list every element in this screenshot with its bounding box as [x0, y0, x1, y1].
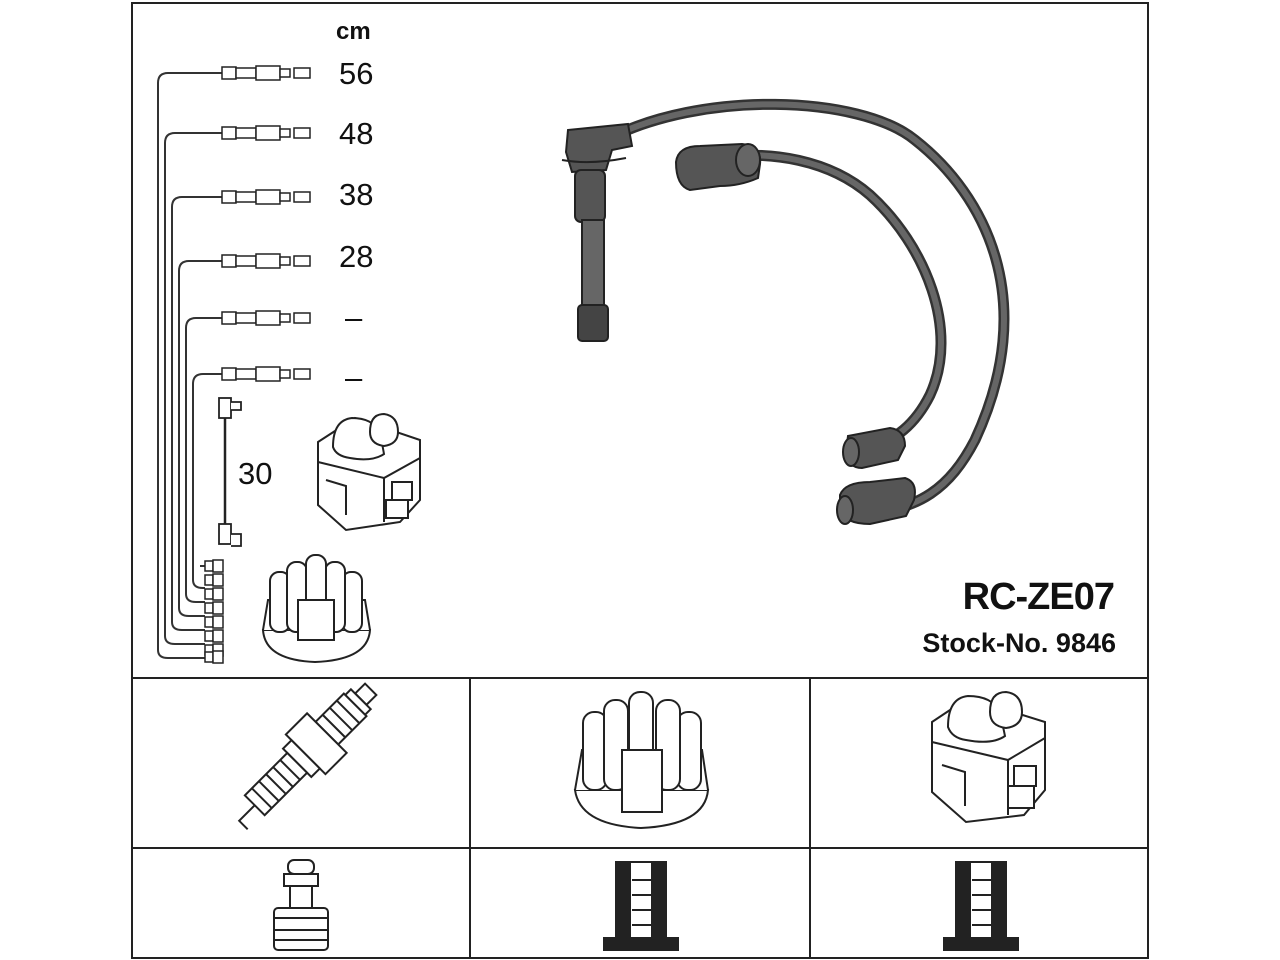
length-label-5: –	[345, 300, 363, 335]
connector-56	[221, 65, 311, 81]
distributor-terminals	[204, 559, 224, 664]
length-label-3: 38	[339, 177, 374, 212]
spark-plug-boot-straight	[561, 122, 634, 342]
length-unit-label: cm	[336, 18, 371, 45]
connector-28	[221, 253, 311, 269]
ignition-coil-small	[317, 412, 421, 532]
connector-end-distributor-icon	[603, 861, 679, 951]
length-label-1: 56	[339, 56, 374, 91]
stock-number: Stock-No. 9846	[922, 628, 1116, 658]
ignition-coil-icon	[931, 690, 1046, 824]
spark-plug-icon	[237, 682, 378, 831]
length-label-4: 28	[339, 239, 374, 274]
connector-end-coil-icon	[943, 861, 1019, 951]
coil-lead-length-label: 30	[238, 456, 273, 491]
ignition-lead-set	[600, 98, 1010, 521]
distributor-cap-small	[261, 554, 372, 664]
connector-5	[221, 310, 311, 326]
frame-grid	[131, 2, 1149, 959]
lead-connectors	[204, 65, 311, 664]
length-label-6: –	[345, 360, 363, 395]
coil-lead	[218, 397, 242, 547]
product-code: RC-ZE07	[962, 576, 1115, 618]
connector-38	[221, 189, 311, 205]
coil-boot	[674, 142, 762, 192]
connector-48	[221, 125, 311, 141]
lead-bundle	[157, 72, 222, 659]
connector-end-plug-icon	[273, 859, 329, 951]
distributor-cap-icon	[573, 691, 710, 830]
length-label-2: 48	[339, 116, 374, 151]
connector-6	[221, 366, 311, 382]
spark-plug-boot-angled-2	[836, 476, 916, 526]
spark-plug-boot-angled-1	[842, 426, 907, 470]
